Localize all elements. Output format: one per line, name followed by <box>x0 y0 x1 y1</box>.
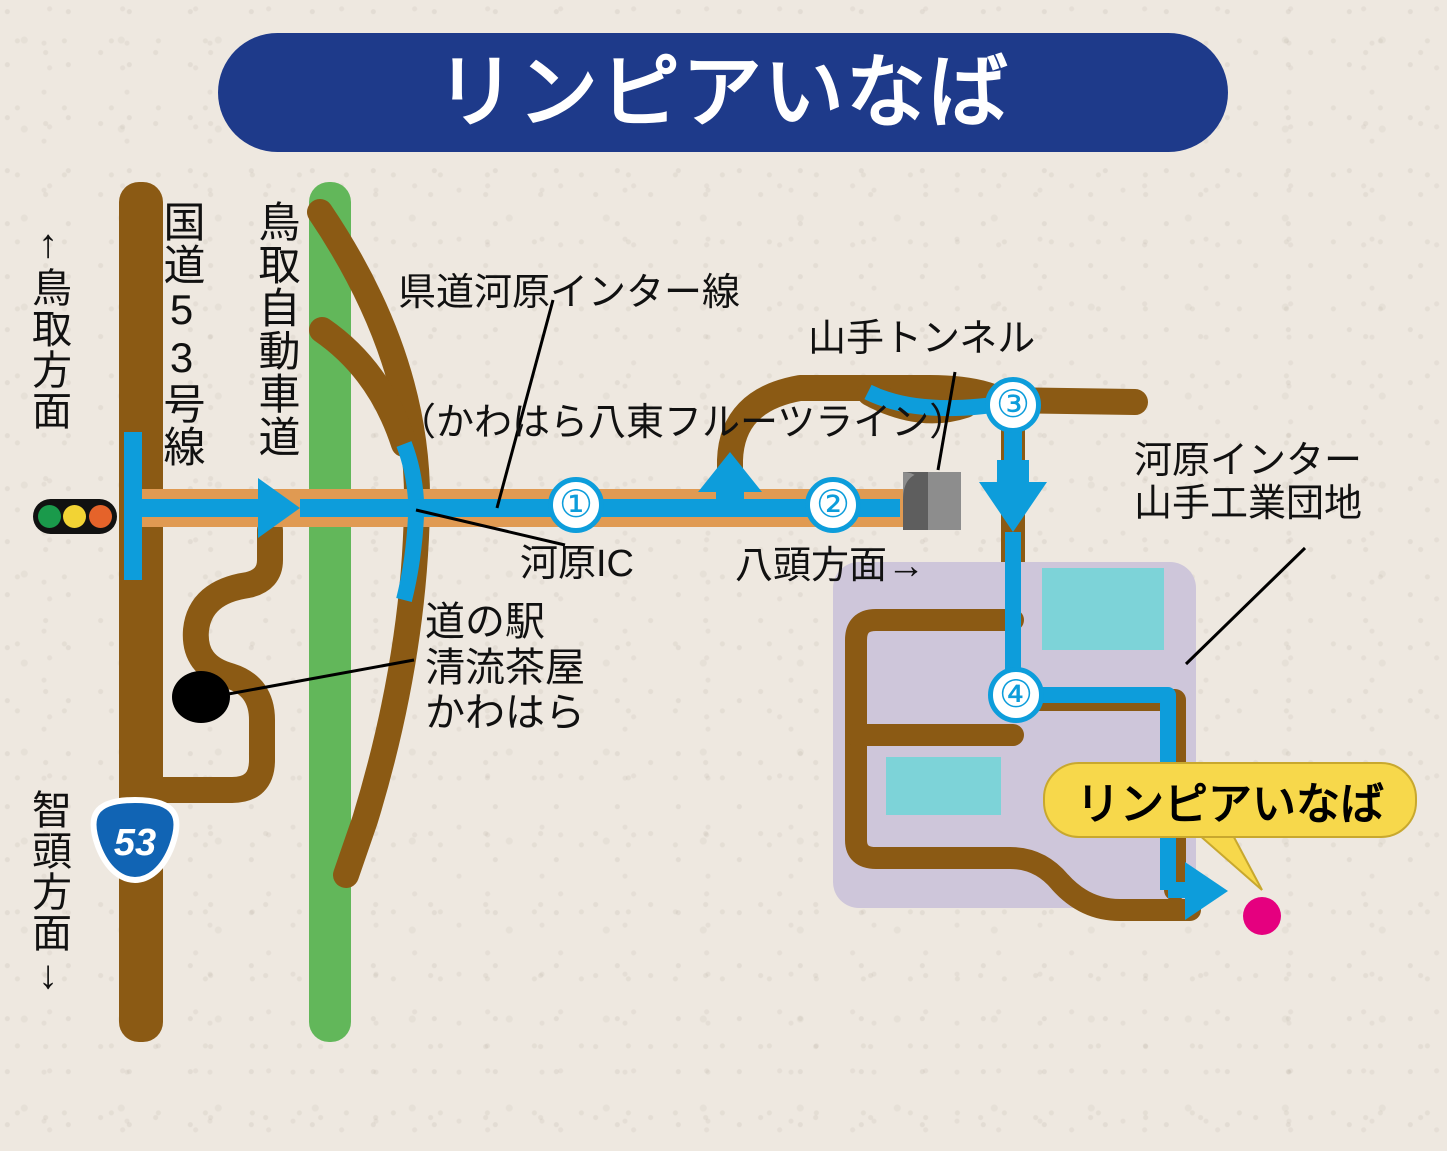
arrow-up-icon <box>698 452 762 516</box>
arrow-down-icon <box>979 460 1047 532</box>
page-title: リンピアいなば <box>218 33 1228 152</box>
label-michi-no-eki: 道の駅 清流茶屋 かわはら <box>425 600 585 736</box>
leader-line-kendo <box>495 299 555 509</box>
route-curve-north <box>396 441 424 501</box>
page-title-text: リンピアいなば <box>436 47 1010 137</box>
route-curve-south <box>396 515 424 602</box>
label-chizu-direction: 智頭方面↓ <box>26 789 70 998</box>
industrial-building-1 <box>1042 568 1164 650</box>
label-yazu-direction: 八頭方面→ <box>735 545 926 587</box>
rest-stop-dot-icon <box>172 671 230 723</box>
leader-line-industrial-park <box>1184 546 1307 666</box>
label-industrial-park: 河原インター 山手工業団地 <box>1134 440 1363 526</box>
traffic-light-icon <box>33 499 117 534</box>
label-kawahara-ic: 河原IC <box>520 543 635 585</box>
traffic-lamp-green <box>38 505 62 528</box>
route-marker-2[interactable]: ② <box>805 477 861 533</box>
leader-line-tunnel <box>936 371 957 471</box>
arrow-right-icon-1 <box>258 478 300 538</box>
label-kendo-line-main: 県道河原インター線 <box>398 271 741 314</box>
industrial-building-2 <box>886 757 1001 815</box>
traffic-lamp-yellow <box>63 505 87 528</box>
label-yamate-tunnel: 山手トンネル <box>808 318 1036 360</box>
leader-line-michinoeki <box>211 658 415 699</box>
road-route53-main <box>119 182 163 1042</box>
road-to-tunnel <box>717 375 1148 513</box>
route-shield-number: 53 <box>113 821 157 864</box>
route-marker-1[interactable]: ① <box>548 477 604 533</box>
destination-callout-text: リンピアいなば <box>1076 780 1384 829</box>
road-curved-branch <box>309 317 417 457</box>
tunnel-portal-icon <box>903 472 961 530</box>
arrow-right-icon-2 <box>1185 862 1228 920</box>
road-michinoeki-loop <box>150 517 283 803</box>
label-kendo-line-sub: （かわはら八東フルーツライン） <box>398 401 968 444</box>
leader-line-kawahara-ic <box>415 508 566 547</box>
traffic-lamp-red <box>88 505 112 528</box>
route-shield-icon <box>90 796 180 884</box>
route-marker-4[interactable]: ④ <box>988 667 1044 723</box>
road-tottori-expressway <box>309 182 351 1042</box>
destination-callout: リンピアいなば <box>1043 762 1417 838</box>
road-park-street-outer <box>845 609 1201 921</box>
label-route53-name: 国道53号線 <box>158 200 205 468</box>
route-shield: 53 <box>92 800 178 880</box>
label-kendo-line: 県道河原インター線 （かわはら八東フルーツライン） <box>398 185 967 532</box>
label-tottori-expressway: 鳥取自動車道 <box>253 200 300 458</box>
destination-dot-icon <box>1243 897 1281 935</box>
route-marker-3[interactable]: ③ <box>985 377 1041 433</box>
label-tottori-direction: ↑鳥取方面 <box>26 222 70 431</box>
